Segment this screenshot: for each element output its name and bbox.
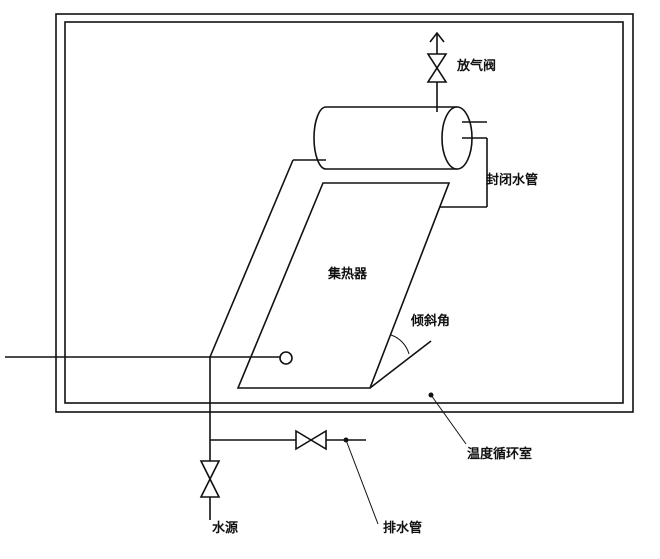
tilt-angle-indicator — [369, 334, 432, 389]
drain-line — [210, 429, 379, 525]
sealed-pipe-label: 封闭水管 — [486, 172, 538, 188]
chamber-label: 温度循环室 — [467, 446, 532, 462]
temperature-chamber — [55, 13, 634, 413]
tilt-angle-label: 倾斜角 — [410, 313, 450, 329]
collector-label: 集热器 — [327, 266, 368, 282]
storage-tank — [313, 106, 488, 208]
vent-valve-label: 放气阀 — [456, 58, 496, 74]
vent-valve — [426, 31, 448, 112]
collector-frame — [5, 159, 326, 482]
chamber-leader — [428, 392, 467, 445]
drain-pipe-label: 排水管 — [383, 520, 422, 536]
water-source-valve — [199, 460, 221, 520]
water-source-label: 水源 — [212, 520, 238, 536]
